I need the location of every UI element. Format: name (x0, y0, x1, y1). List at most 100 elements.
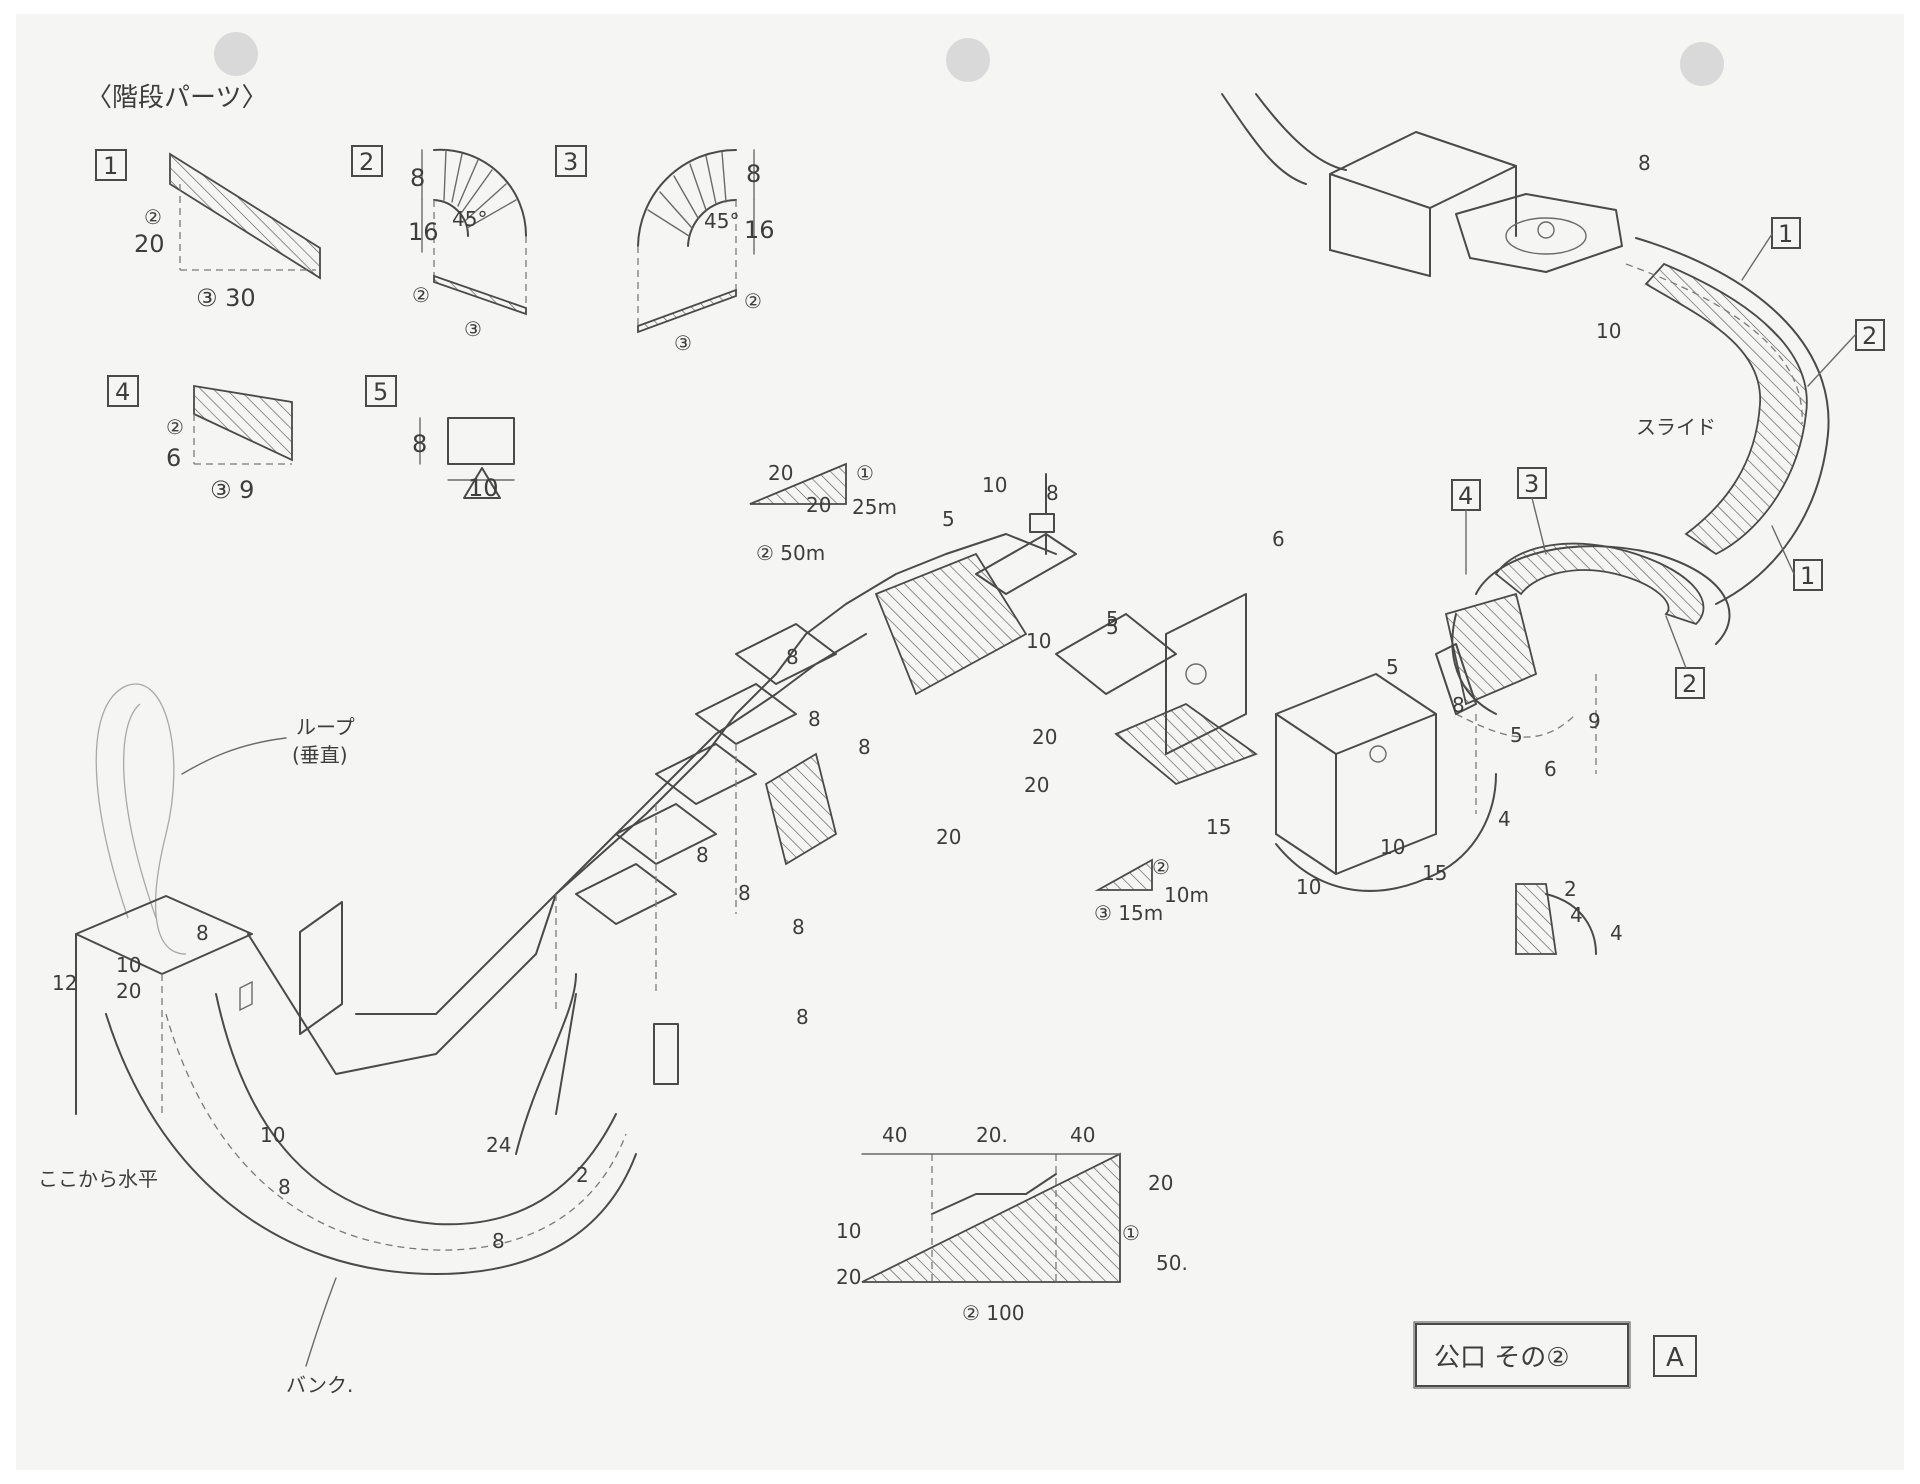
bank-label: バンク. (286, 1373, 353, 1397)
slide-label: スライド (1636, 415, 1716, 439)
stair-part-1: 1 ② 20 ③ 30 (95, 149, 321, 312)
dim-23: 20 (936, 825, 961, 849)
dim-24: 6 (1272, 527, 1285, 551)
course-main (75, 473, 1577, 1275)
dim-6: 24 (486, 1133, 511, 1157)
stair-part-3: 3 8 16 45° ② ③ (555, 145, 775, 355)
stair-part-4: 4 ② 6 ③ 9 (107, 375, 293, 504)
ramp2-b: 10m (1164, 883, 1209, 907)
callout-2b: 2 (1682, 670, 1697, 698)
dim-16: 8 (738, 881, 751, 905)
stair-part-5: 5 8 10 (365, 375, 515, 502)
ramp1-b: ① (856, 461, 874, 485)
part-1-dim-b: 20 (134, 230, 165, 258)
profile-top-b: 20. (976, 1123, 1008, 1147)
step-detail: 2 4 4 (1564, 877, 1623, 945)
part-4-dim-b: 6 (166, 444, 181, 472)
dim-8: 8 (492, 1229, 505, 1253)
ramp1-e: ② 50m (756, 541, 825, 565)
ramp-legend-2: ② 10m ③ 15m (1094, 855, 1209, 925)
part-4-dim-a: ② (166, 415, 184, 439)
profile-top-c: 40 (1070, 1123, 1095, 1147)
dim-18: 8 (796, 1005, 809, 1029)
dim-13: 8 (808, 707, 821, 731)
dim-33: 9 (1588, 709, 1601, 733)
part-2-dim-a: 8 (410, 164, 425, 192)
ramp1-c: 20 (806, 493, 831, 517)
dim-19: 10 (1026, 629, 1051, 653)
dim-5: 8 (278, 1175, 291, 1199)
part-2-angle: 45° (452, 207, 487, 231)
loop-track (95, 683, 187, 955)
profile-bottom: ② 100 (962, 1301, 1024, 1325)
part-2-id: 2 (359, 148, 374, 176)
callout-2a: 2 (1862, 322, 1877, 350)
stamp-label: 公口 その② (1434, 1343, 1570, 1373)
profile-right-b: ① (1122, 1221, 1140, 1245)
dim-35: 4 (1498, 807, 1511, 831)
dim-9: 10 (982, 473, 1007, 497)
dim-21: 20 (1032, 725, 1057, 749)
course-sketch: 〈階段パーツ〉 1 ② 20 ③ 30 2 8 16 45° ② ③ 3 (38, 32, 1885, 1397)
dim-3: 20 (116, 979, 141, 1003)
profile-right-a: 20 (1148, 1171, 1173, 1195)
part-3-dim-b: 16 (744, 216, 775, 244)
callout-1a: 1 (1778, 220, 1793, 248)
dim-26: 15 (1206, 815, 1231, 839)
dim-0: 8 (196, 921, 209, 945)
binder-hole-left (214, 32, 258, 76)
dim-37: 10 (1596, 319, 1621, 343)
ramp2-a: ② (1152, 855, 1170, 879)
part-5-dim-a: 8 (412, 430, 427, 458)
ramp-profile: 40 20. 40 20 ① 50. 10 20 ② 100 (836, 1123, 1188, 1325)
callout-1b: 1 (1800, 562, 1815, 590)
dim-27: 10 (1296, 875, 1321, 899)
dim-12: 8 (786, 645, 799, 669)
part-3-dim-d: ③ (674, 331, 692, 355)
part-4-dim-c: ③ 9 (210, 476, 254, 504)
dim-22: 20 (1024, 773, 1049, 797)
dim-17: 8 (792, 915, 805, 939)
ramp1-a: 20 (768, 461, 793, 485)
loop-label: ループ (296, 715, 355, 739)
step-b: 4 (1570, 903, 1583, 927)
binder-hole-right (1680, 42, 1724, 86)
profile-left-b: 20 (836, 1265, 861, 1289)
dim-29: 15 (1422, 861, 1447, 885)
dim-25: 5 (1106, 607, 1119, 631)
step-a: 2 (1564, 877, 1577, 901)
profile-left-a: 10 (836, 1219, 861, 1243)
dim-2: 12 (52, 971, 77, 995)
dim-15: 8 (696, 843, 709, 867)
part-5-id: 5 (373, 378, 388, 406)
part-3-id: 3 (563, 148, 578, 176)
profile-right-c: 50. (1156, 1251, 1188, 1275)
horizontal-note: ここから水平 (38, 1167, 158, 1191)
dim-36: 8 (1638, 151, 1651, 175)
profile-top-a: 40 (882, 1123, 907, 1147)
dim-30: 5 (1386, 655, 1399, 679)
dim-1: 10 (116, 953, 141, 977)
part-3-dim-c: ② (744, 289, 762, 313)
stamp-letter: A (1666, 1343, 1684, 1373)
ramp2-c: ③ 15m (1094, 901, 1163, 925)
part-1-id: 1 (103, 152, 118, 180)
dim-10: 8 (1046, 481, 1059, 505)
dim-31: 8 (1452, 693, 1465, 717)
stair-part-2: 2 8 16 45° ② ③ (351, 145, 528, 341)
part-2-dim-b: 16 (408, 218, 439, 246)
dim-32: 5 (1510, 723, 1523, 747)
ramp-legend-1: 20 ① 20 25m ② 50m (749, 461, 897, 565)
part-1-dim-a: ② (144, 205, 162, 229)
loop-note: (垂直) (292, 743, 348, 767)
sheet-stamp: 公口 その② A (1413, 1321, 1697, 1389)
part-callouts: 1 2 1 2 3 4 (1451, 217, 1885, 699)
dim-4: 10 (260, 1123, 285, 1147)
dim-34: 6 (1544, 757, 1557, 781)
sheet-title: 〈階段パーツ〉 (86, 83, 267, 113)
course-dimensions: 8 10 12 20 10 8 24 2 8 10 8 5 8 8 8 8 8 … (52, 151, 1651, 1253)
part-2-dim-c: ② (412, 283, 430, 307)
drawing-sheet: 〈階段パーツ〉 1 ② 20 ③ 30 2 8 16 45° ② ③ 3 (16, 14, 1904, 1470)
dim-7: 2 (576, 1163, 589, 1187)
part-4-id: 4 (115, 378, 130, 406)
